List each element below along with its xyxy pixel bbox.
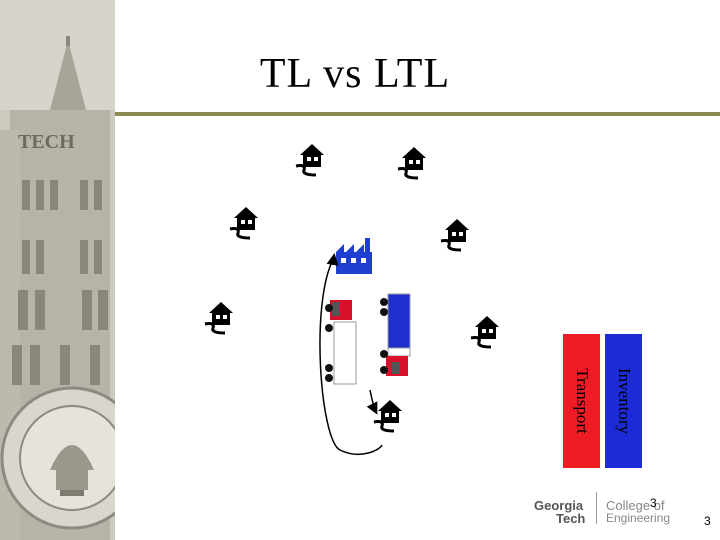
slide-title: TL vs LTL (259, 51, 451, 97)
house-icon (470, 316, 499, 349)
tower-photo: TECH (0, 0, 115, 540)
logo-line2: Tech (556, 511, 586, 526)
georgia-tech-logo: Georgia Tech College of Engineering (530, 490, 690, 526)
logo-line3: College of (606, 498, 665, 513)
inventory-bar-fill (605, 334, 642, 468)
logo-line4: Engineering (606, 511, 671, 525)
house-icon (397, 147, 426, 180)
inventory-bar: Inventory (605, 334, 642, 468)
seal-icon (0, 386, 115, 530)
house-icon (373, 400, 402, 433)
house-icon (204, 302, 233, 335)
house-icon (295, 144, 324, 177)
truck-icon (380, 293, 411, 376)
logo-divider (596, 492, 597, 524)
transport-bar-fill (563, 334, 600, 468)
transport-label: Transport (572, 368, 592, 434)
title-rule (115, 112, 720, 116)
route-lines (319, 253, 383, 455)
page-number: 3 (650, 496, 657, 510)
logo-line1: Georgia (534, 498, 584, 513)
transport-bar: Transport (563, 334, 600, 468)
house-icon (229, 207, 258, 240)
inventory-label: Inventory (614, 367, 634, 435)
truck-icon (325, 300, 357, 385)
sidebar-photo: TECH (0, 0, 115, 540)
house-icon (440, 219, 469, 252)
factory-icon (336, 238, 372, 274)
corner-page-number: 3 (704, 514, 711, 528)
svg-text:TECH: TECH (18, 131, 75, 153)
